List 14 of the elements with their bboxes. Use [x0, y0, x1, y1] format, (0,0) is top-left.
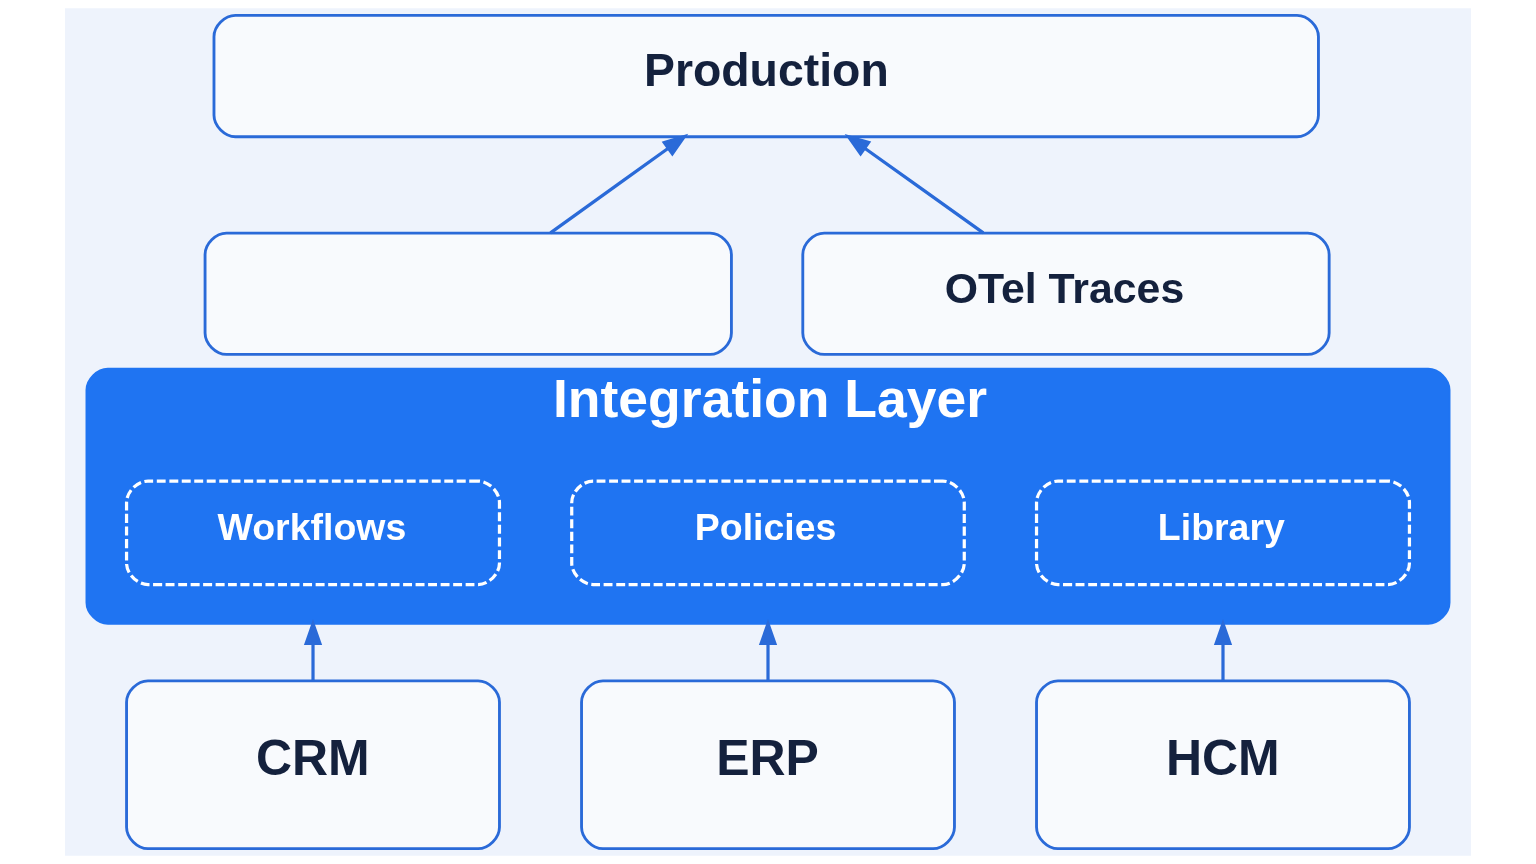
arrow	[303, 618, 323, 681]
node-box	[203, 231, 733, 356]
node-box: HCM	[1035, 679, 1411, 851]
arrow	[758, 618, 778, 681]
node-box: Workflows	[124, 479, 502, 587]
arrow	[549, 133, 689, 235]
node-box: Library	[1034, 479, 1412, 587]
node-box: ERP	[580, 679, 956, 851]
node-box: CRM	[125, 679, 501, 851]
arrow	[1213, 618, 1233, 681]
node-box: Production	[212, 13, 1320, 139]
arrow	[844, 133, 985, 235]
node-box: OTel Traces	[801, 231, 1331, 356]
node-box: Policies	[570, 479, 966, 587]
